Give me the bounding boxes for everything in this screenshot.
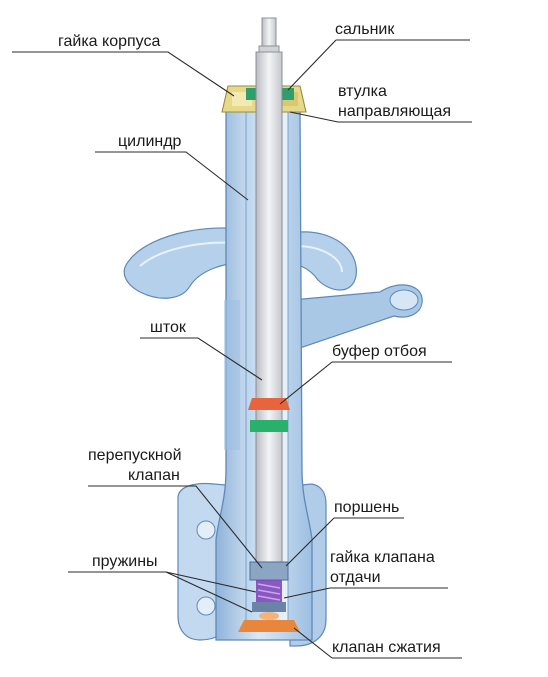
label-oil-seal: сальник (335, 21, 395, 38)
label-body-nut: гайка корпуса (58, 33, 160, 50)
leader-cylinder (95, 151, 249, 201)
leader-springs (68, 571, 257, 613)
label-springs: пружины (92, 553, 158, 570)
labels: гайка корпуса сальник втулка направляюща… (58, 21, 451, 656)
label-rebound-buffer: буфер отбоя (332, 343, 427, 360)
label-cylinder: цилиндр (118, 133, 182, 150)
label-guide-bushing-2: направляющая (338, 103, 451, 120)
leader-compression-valve (293, 627, 462, 659)
leader-oil-seal (287, 39, 470, 91)
label-bypass-valve-1: перепускной (88, 447, 182, 464)
knuckle-arm (291, 284, 423, 349)
leader-body-nut (12, 51, 235, 97)
leader-rebound-valve-nut (283, 587, 448, 599)
label-rebound-valve-nut-2: отдачи (330, 569, 381, 586)
leader-bypass-valve (88, 485, 263, 569)
label-bypass-valve-2: клапан (128, 467, 180, 484)
label-compression-valve: клапан сжатия (332, 639, 441, 656)
leader-guide-bushing (289, 111, 472, 123)
label-rod: шток (150, 319, 187, 336)
leader-rebound-buffer (279, 361, 452, 405)
leader-piston (285, 517, 404, 567)
rebound-buffer-part (248, 398, 290, 432)
label-guide-bushing-1: втулка (338, 83, 387, 100)
piston-assembly (238, 561, 300, 632)
leader-rod (140, 337, 263, 381)
leader-lines (12, 39, 472, 659)
label-rebound-valve-nut-1: гайка клапана (330, 549, 435, 566)
label-piston: поршень (334, 499, 399, 516)
piston-rod-part (255, 17, 283, 563)
